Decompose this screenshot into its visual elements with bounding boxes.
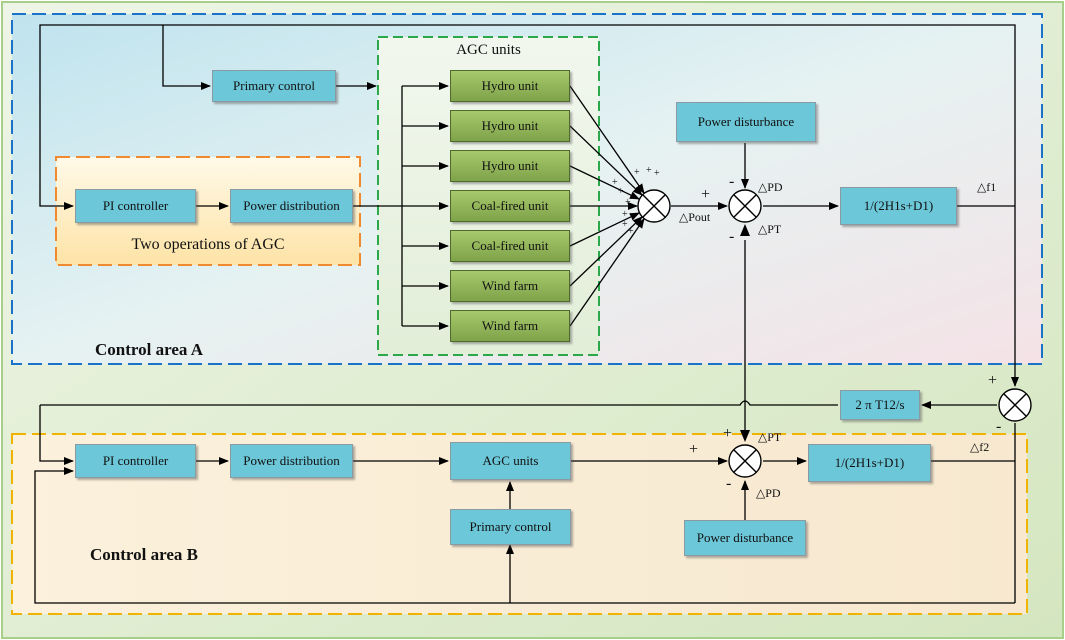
power-disturbance-block-b: Power disturbance [684, 520, 806, 556]
sign-minus: - [726, 475, 732, 492]
primary-control-block-b: Primary control [450, 509, 571, 545]
primary-control-block-a: Primary control [212, 70, 336, 102]
sign-plus: + [622, 209, 628, 220]
unit-block: Wind farm [450, 270, 570, 302]
transfer-function-text-b: 1/(2H1s+D1) [834, 455, 905, 470]
delta-pout-label: △Pout [679, 210, 711, 224]
sign-plus: + [646, 165, 652, 176]
sign-plus: + [701, 186, 711, 203]
sign-plus: + [689, 441, 699, 458]
pi-controller-block-b: PI controller [75, 444, 196, 478]
unit-block: Hydro unit [450, 110, 570, 142]
delta-f2-label: △f2 [970, 440, 990, 454]
area-b-title: Control area B [90, 545, 198, 564]
sign-plus: + [625, 197, 631, 208]
two-operations-label: Two operations of AGC [131, 236, 285, 253]
transfer-function-block-b: 1/(2H1s+D1) [808, 444, 931, 482]
tie-line-block: 2 π T12/s [840, 390, 920, 420]
sign-plus: + [723, 425, 733, 442]
power-distribution-block-a: Power distribution [230, 189, 353, 223]
delta-pt-label-a: △PT [758, 222, 782, 236]
unit-block: Wind farm [450, 310, 570, 342]
agc-units-block-b: AGC units [450, 442, 571, 480]
area-a-title: Control area A [95, 340, 203, 359]
sign-plus: + [612, 177, 618, 188]
delta-f1-label: △f1 [977, 180, 997, 194]
sign-minus: - [729, 228, 735, 245]
sign-plus: + [634, 167, 640, 178]
sign-plus: + [618, 186, 624, 197]
delta-pt-label-b: △PT [758, 430, 782, 444]
sign-plus: + [628, 226, 634, 237]
power-distribution-block-b: Power distribution [230, 444, 353, 478]
sign-plus: + [622, 219, 628, 230]
unit-block: Coal-fired unit [450, 230, 570, 262]
sign-minus: - [996, 418, 1002, 435]
unit-block: Hydro unit [450, 70, 570, 102]
delta-pd-label-a: △PD [758, 180, 783, 194]
unit-block: Coal-fired unit [450, 190, 570, 222]
unit-block: Hydro unit [450, 150, 570, 182]
transfer-function-block-a: 1/(2H1s+D1) [840, 187, 957, 225]
sign-minus: - [729, 173, 735, 190]
sign-plus: + [988, 372, 998, 389]
delta-pd-label-b: △PD [756, 486, 781, 500]
transfer-function-text-a: 1/(2H1s+D1) [863, 198, 934, 213]
pi-controller-block-a: PI controller [75, 189, 196, 223]
power-disturbance-block-a: Power disturbance [676, 102, 816, 142]
sign-plus: + [654, 168, 660, 179]
agc-units-group-title: AGC units [456, 42, 521, 58]
